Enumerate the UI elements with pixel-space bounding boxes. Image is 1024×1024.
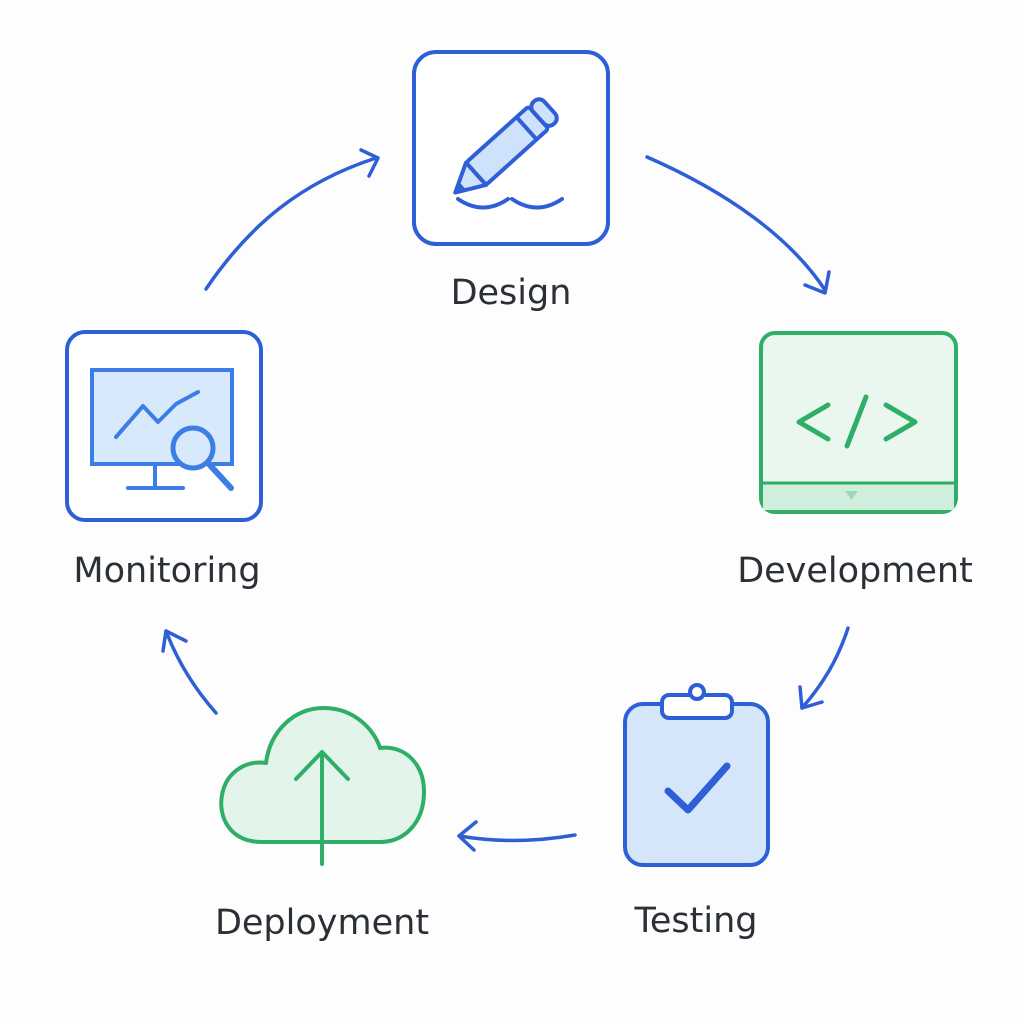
cloud-upload-icon bbox=[219, 706, 426, 866]
clipboard-icon-box bbox=[623, 702, 770, 867]
arrow-development-to-testing bbox=[798, 626, 850, 710]
stage-design: Design bbox=[412, 50, 610, 313]
clipboard-check-icon bbox=[660, 683, 734, 814]
stage-label-deployment: Deployment bbox=[215, 903, 429, 943]
stage-label-monitoring: Monitoring bbox=[73, 551, 260, 591]
arrow-monitoring-to-design bbox=[204, 148, 380, 291]
arrow-deployment-to-monitoring bbox=[161, 629, 218, 715]
development-screen-base bbox=[763, 483, 954, 510]
monitor-magnifier-icon bbox=[90, 368, 234, 491]
stage-testing: Testing bbox=[623, 683, 770, 941]
stage-label-testing: Testing bbox=[633, 901, 757, 941]
pencil-icon bbox=[453, 97, 564, 210]
stage-label-design: Design bbox=[451, 273, 572, 313]
arrow-testing-to-deployment bbox=[457, 820, 577, 852]
stage-deployment: Deployment bbox=[215, 706, 429, 943]
stage-monitoring: Monitoring bbox=[65, 330, 263, 591]
stage-label-development: Development bbox=[737, 551, 973, 591]
code-icon bbox=[796, 394, 918, 449]
development-screen-notch bbox=[845, 491, 858, 500]
stage-development: Development bbox=[737, 331, 973, 591]
arrow-design-to-development bbox=[645, 155, 831, 295]
